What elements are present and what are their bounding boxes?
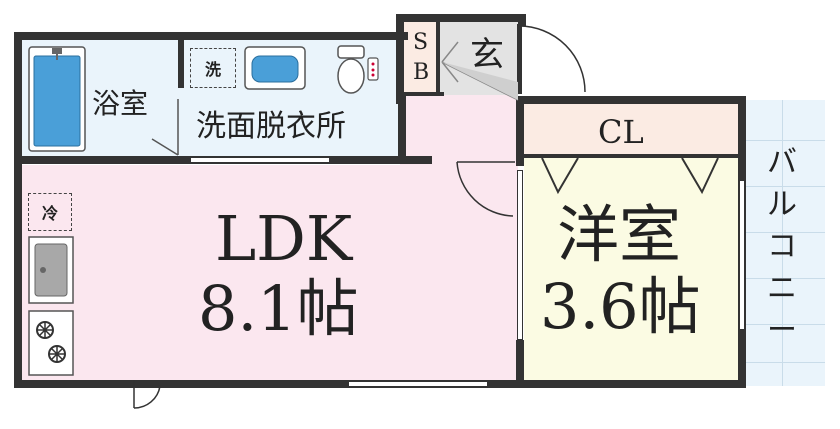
western-name: 洋室 xyxy=(557,198,682,271)
wall-top-right xyxy=(518,96,746,104)
wall-top-left xyxy=(14,32,408,40)
fridge-spot: 冷 xyxy=(28,193,72,231)
closet-label: CL xyxy=(598,113,644,151)
stove-icon xyxy=(28,310,74,376)
shoe-box xyxy=(404,22,440,95)
western-room xyxy=(524,158,738,380)
wall-ldk-western xyxy=(516,96,524,166)
wall-top-entry xyxy=(396,14,526,22)
shoe-box-b: B xyxy=(413,60,430,85)
ldk-size: 8.1帖 xyxy=(198,272,359,345)
door-swing-bottom xyxy=(133,380,161,409)
wall-entry-right xyxy=(518,14,526,26)
toilet-icon xyxy=(337,45,379,94)
window-western-right xyxy=(739,180,745,330)
door-swing-entrance xyxy=(517,24,586,94)
wall-right-mid xyxy=(738,96,746,176)
bathtub-icon xyxy=(28,46,86,152)
window-ldk-bottom xyxy=(348,381,488,387)
balcony-label: バ ル コ ニ ー xyxy=(767,145,797,348)
entrance-step xyxy=(441,41,519,101)
wall-bath-wash xyxy=(178,40,184,88)
sink-icon xyxy=(244,46,306,90)
washer-spot: 洗 xyxy=(190,48,236,88)
wall-entry-left xyxy=(396,14,404,104)
ldk-room xyxy=(22,165,518,380)
wall-cl-bottom xyxy=(524,154,738,158)
washroom-label: 洗面脱衣所 xyxy=(196,109,346,144)
shoe-box-s: S xyxy=(413,30,429,55)
wall-sb-inner xyxy=(436,22,440,95)
bath-label: 浴室 xyxy=(92,87,149,120)
balcony xyxy=(745,100,825,386)
closet xyxy=(524,104,738,158)
ldk-name: LDK xyxy=(215,202,353,275)
wall-wash-right xyxy=(398,96,406,162)
closet-doors xyxy=(541,157,719,195)
kitchen-sink-icon xyxy=(28,236,74,304)
door-swing-wash xyxy=(151,99,179,156)
door-swing-ldk xyxy=(456,161,515,217)
entrance-label: 玄 xyxy=(470,35,504,75)
wall-left xyxy=(14,32,22,388)
hallway xyxy=(400,95,518,165)
wall-ldk-western-low xyxy=(516,340,524,384)
window-wash xyxy=(190,157,330,163)
western-size: 3.6帖 xyxy=(540,270,701,343)
wall-sb-bottom xyxy=(404,92,444,96)
sliding-door-ldk xyxy=(517,170,523,340)
